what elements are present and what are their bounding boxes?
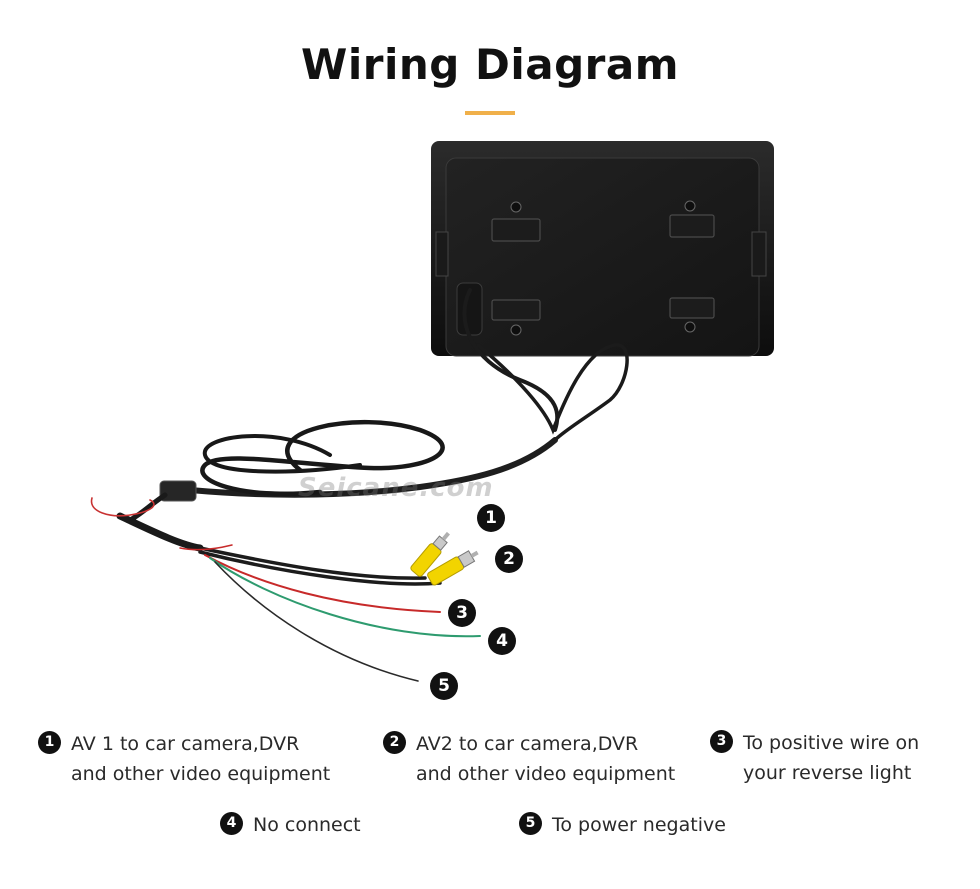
legend-item-3: 3 To positive wire on your reverse light [710,728,919,788]
title-underline [465,111,515,115]
page-title: Wiring Diagram [301,40,679,89]
callout-3: 3 [448,599,476,627]
legend-2-line1: AV2 to car camera,DVR [416,733,639,755]
callout-4: 4 [488,627,516,655]
legend-badge-1: 1 [38,731,61,754]
legend-3-line1: To positive wire on [743,732,920,754]
legend-item-1: 1 AV 1 to car camera,DVR and other video… [38,729,330,789]
legend-3-line2: your reverse light [743,762,912,784]
legend-4-line1: No connect [253,814,361,836]
legend-item-2: 2 AV2 to car camera,DVR and other video … [383,729,675,789]
callout-2: 2 [495,545,523,573]
legend-5-line1: To power negative [552,814,726,836]
legend-badge-4: 4 [220,812,243,835]
legend-item-5: 5 To power negative [519,810,726,840]
monitor-back [431,141,774,357]
legend-1-line1: AV 1 to car camera,DVR [71,733,300,755]
cable-harness [90,288,629,682]
legend-badge-2: 2 [383,731,406,754]
legend-2-line2: and other video equipment [416,763,676,785]
legend-badge-3: 3 [710,730,733,753]
legend-1-line2: and other video equipment [71,763,331,785]
legend-badge-5: 5 [519,812,542,835]
watermark: Seicane.com [298,473,494,503]
callout-1: 1 [477,504,505,532]
legend-item-4: 4 No connect [220,810,361,840]
rca-connector-1 [410,531,450,577]
callout-5: 5 [430,672,458,700]
rca-connector-2 [427,550,479,586]
